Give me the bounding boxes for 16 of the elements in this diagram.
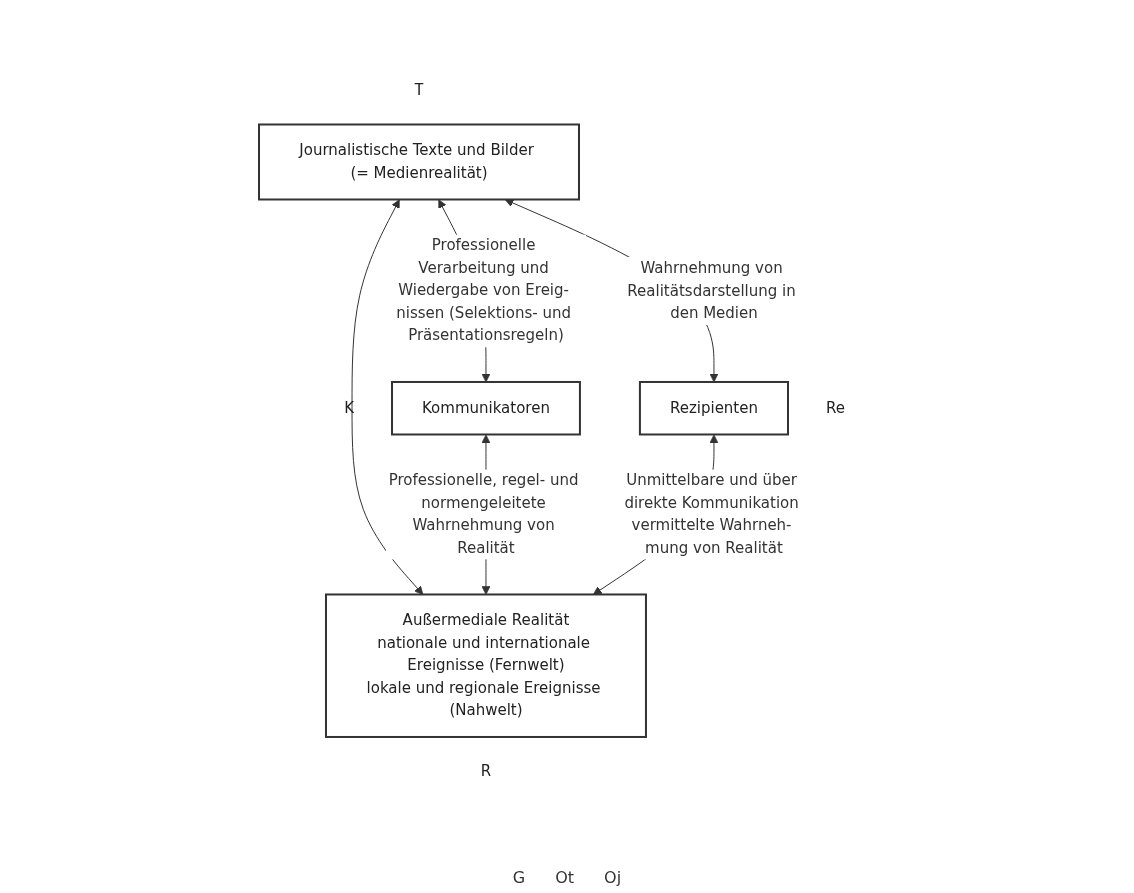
node-box: Kommunikatoren bbox=[391, 381, 581, 436]
edge-label: Unmittelbare und über direkte Kommunikation vermittelte Wahrneh- mung von Realität bbox=[624, 471, 799, 558]
arrow bbox=[351, 199, 424, 596]
node-label: R bbox=[480, 762, 492, 781]
node-label: T bbox=[414, 81, 424, 100]
node-label: Re bbox=[826, 399, 845, 418]
edge-label: Professionelle, regel- und normengeleitete Wahrnehmung von Realität bbox=[388, 471, 579, 558]
node-label: K bbox=[344, 399, 355, 418]
node-box: Rezipienten bbox=[638, 381, 789, 436]
node-box: Außermediale Realität nationale und internationale Ereignisse (Fernwelt) lokale und regionale Ereignisse (Nahwelt) bbox=[325, 593, 647, 739]
diagram-label: G bbox=[512, 868, 526, 887]
node-box: Journalistische Texte und Bilder (= Medienrealität) bbox=[258, 123, 580, 201]
diagram-label: Oj bbox=[604, 868, 622, 887]
edge-label: Professionelle Verarbeitung und Wiedergabe von Ereig- nissen (Selektions- und Präsentationsregeln) bbox=[396, 236, 571, 345]
diagram-label: Ot bbox=[555, 868, 575, 887]
edge-label: Wahrnehmung von Realitätsdarstellung in den Medien bbox=[627, 259, 796, 323]
